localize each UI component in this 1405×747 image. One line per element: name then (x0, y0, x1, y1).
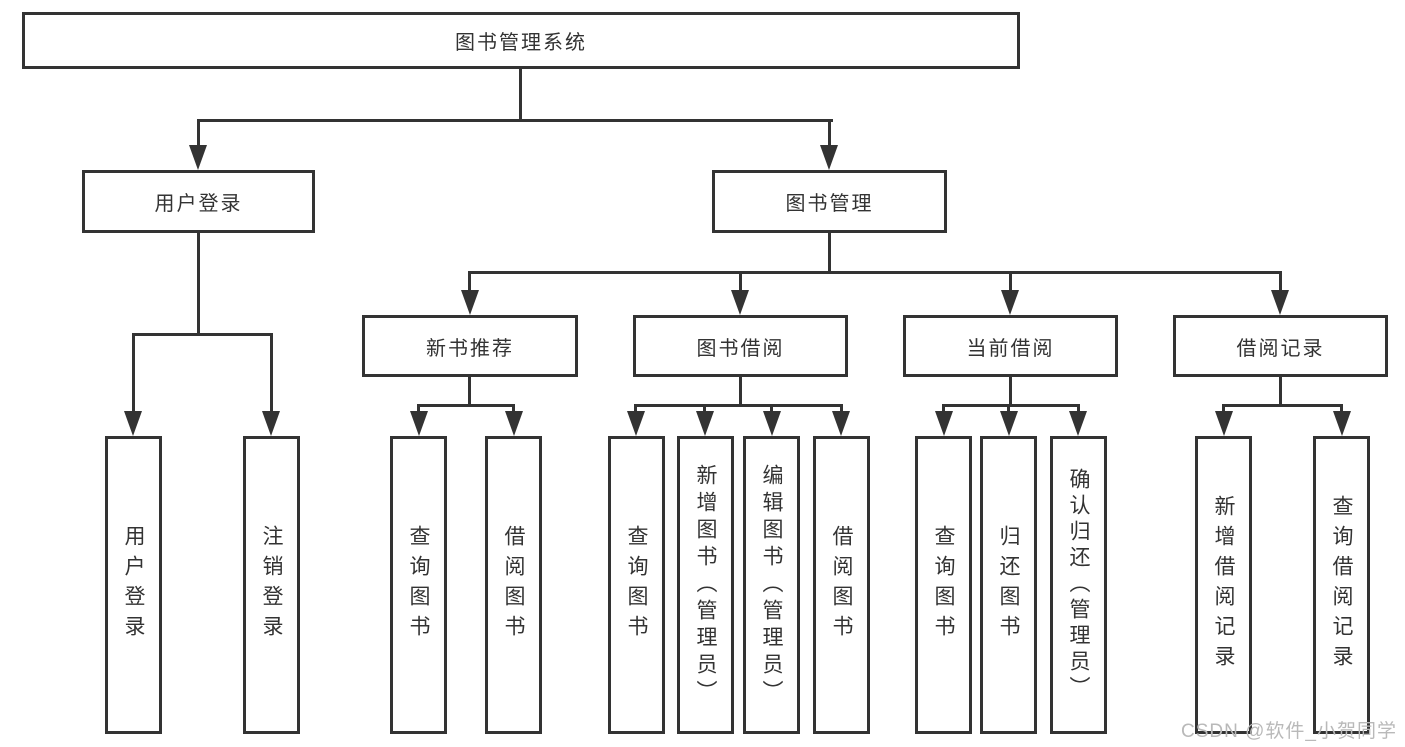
node-borrow-records: 借阅记录 (1173, 315, 1388, 377)
leaf-edit-book-admin-label: 编辑图书（管理员） (760, 463, 783, 707)
node-current-borrow-label: 当前借阅 (966, 337, 1055, 360)
leaf-add-book-admin: 新增图书（管理员） (677, 436, 734, 734)
arrow-down-icon (1215, 411, 1233, 436)
leaf-query-borrow-record: 查询借阅记录 (1313, 436, 1370, 734)
vline (1077, 404, 1080, 414)
vline (942, 404, 945, 414)
leaf-query-books-borrow-label: 查询图书 (625, 525, 648, 645)
hline (468, 271, 1282, 274)
leaf-confirm-return-admin: 确认归还（管理员） (1050, 436, 1107, 734)
arrow-down-icon (124, 411, 142, 436)
leaf-user-login: 用户登录 (105, 436, 162, 734)
vline (132, 333, 135, 413)
arrow-down-icon (763, 411, 781, 436)
node-borrow-records-label: 借阅记录 (1236, 337, 1325, 360)
leaf-borrow-books-recommend: 借阅图书 (485, 436, 542, 734)
leaf-edit-book-admin: 编辑图书（管理员） (743, 436, 800, 734)
vline (770, 404, 773, 414)
leaf-return-books-label: 归还图书 (997, 525, 1020, 645)
hline (197, 119, 833, 122)
leaf-query-books-current: 查询图书 (915, 436, 972, 734)
vline (828, 119, 831, 148)
leaf-add-borrow-record-label: 新增借阅记录 (1212, 495, 1235, 675)
node-user-login: 用户登录 (82, 170, 315, 233)
leaf-add-borrow-record: 新增借阅记录 (1195, 436, 1252, 734)
arrow-down-icon (731, 290, 749, 315)
vline (828, 233, 831, 274)
hline (417, 404, 515, 407)
node-root-label: 图书管理系统 (455, 32, 587, 54)
arrow-down-icon (1333, 411, 1351, 436)
vline (512, 404, 515, 414)
arrow-down-icon (1069, 411, 1087, 436)
leaf-add-book-admin-label: 新增图书（管理员） (694, 463, 717, 707)
leaf-borrow-books: 借阅图书 (813, 436, 870, 734)
leaf-query-books-borrow: 查询图书 (608, 436, 665, 734)
arrow-down-icon (820, 145, 838, 170)
arrow-down-icon (627, 411, 645, 436)
vline (197, 233, 200, 336)
arrow-down-icon (1000, 411, 1018, 436)
arrow-down-icon (1271, 290, 1289, 315)
vline (739, 271, 742, 293)
vline (417, 404, 420, 414)
leaf-query-borrow-record-label: 查询借阅记录 (1330, 495, 1353, 675)
arrow-down-icon (410, 411, 428, 436)
leaf-confirm-return-admin-label: 确认归还（管理员） (1067, 468, 1090, 702)
node-book-management-label: 图书管理 (785, 193, 874, 215)
vline (1007, 404, 1010, 414)
arrow-down-icon (262, 411, 280, 436)
arrow-down-icon (696, 411, 714, 436)
vline (1279, 377, 1282, 407)
vline (270, 333, 273, 413)
node-new-book-recommend: 新书推荐 (362, 315, 578, 377)
vline (634, 404, 637, 414)
leaf-logout-label: 注销登录 (260, 525, 283, 645)
node-user-login-label: 用户登录 (154, 193, 243, 215)
vline (197, 119, 200, 148)
arrow-down-icon (461, 290, 479, 315)
arrow-down-icon (832, 411, 850, 436)
arrow-down-icon (1001, 290, 1019, 315)
hline (132, 333, 273, 336)
hline (942, 404, 1080, 407)
vline (739, 377, 742, 407)
leaf-user-login-label: 用户登录 (122, 525, 145, 645)
vline (468, 271, 471, 293)
leaf-borrow-books-label: 借阅图书 (830, 525, 853, 645)
hline (1222, 404, 1343, 407)
hline (634, 404, 843, 407)
leaf-query-books-recommend: 查询图书 (390, 436, 447, 734)
arrow-down-icon (505, 411, 523, 436)
vline (468, 377, 471, 407)
csdn-watermark: CSDN @软件_小贺同学 (1181, 721, 1397, 742)
vline (840, 404, 843, 414)
leaf-borrow-books-recommend-label: 借阅图书 (502, 525, 525, 645)
vline (1340, 404, 1343, 414)
vline (1009, 271, 1012, 293)
vline (1009, 377, 1012, 407)
vline (1222, 404, 1225, 414)
node-book-borrow-label: 图书借阅 (696, 337, 785, 360)
vline (703, 404, 706, 414)
node-book-management: 图书管理 (712, 170, 947, 233)
node-new-book-recommend-label: 新书推荐 (426, 337, 514, 360)
arrow-down-icon (189, 145, 207, 170)
node-book-borrow: 图书借阅 (633, 315, 848, 377)
vline (519, 68, 522, 122)
node-current-borrow: 当前借阅 (903, 315, 1118, 377)
leaf-query-books-current-label: 查询图书 (932, 525, 955, 645)
node-root: 图书管理系统 (22, 12, 1020, 69)
vline (1279, 271, 1282, 293)
leaf-query-books-recommend-label: 查询图书 (407, 525, 430, 645)
leaf-return-books: 归还图书 (980, 436, 1037, 734)
leaf-logout: 注销登录 (243, 436, 300, 734)
arrow-down-icon (935, 411, 953, 436)
